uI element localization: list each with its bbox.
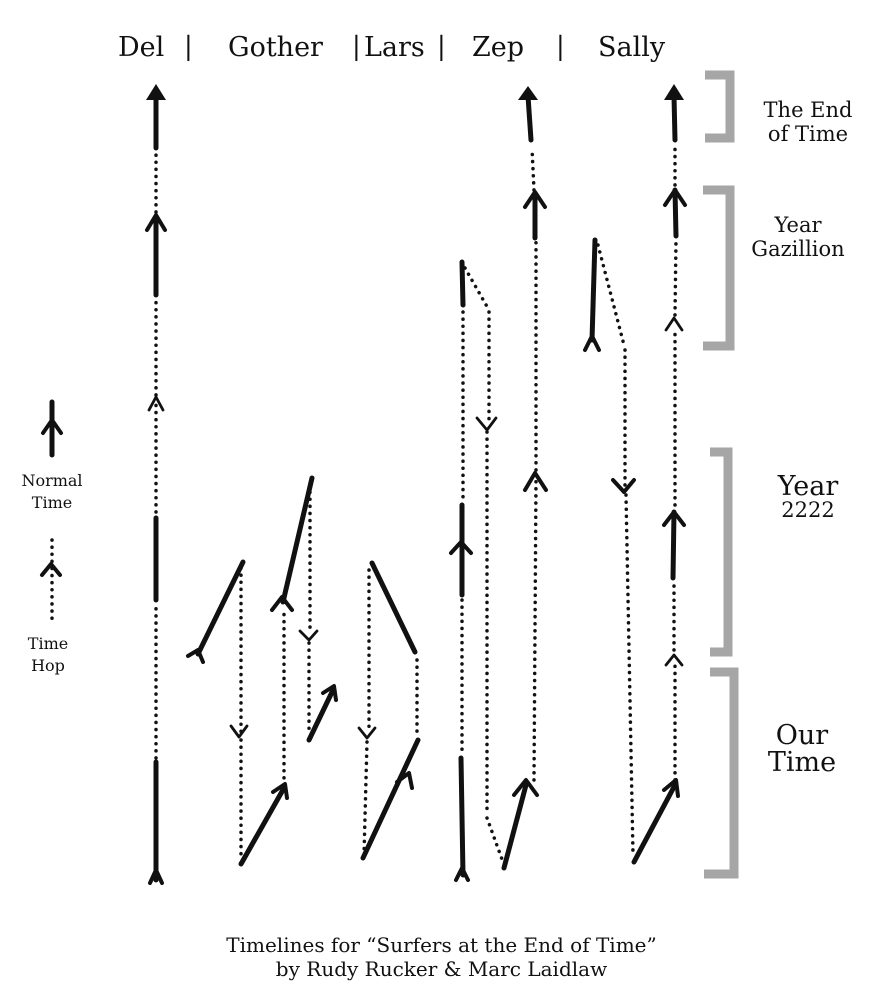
- column-label-lars: Lars: [364, 32, 425, 63]
- legend-time-hop-icon: [40, 538, 62, 622]
- column-label-zep: Zep: [472, 32, 525, 63]
- timeline-sally: [583, 84, 687, 865]
- era-brackets: [703, 70, 739, 879]
- figure-caption: Timelines for “Surfers at the End of Tim…: [226, 933, 657, 981]
- timeline-zep: [449, 86, 548, 882]
- column-separator: |: [184, 32, 193, 62]
- column-separator: |: [556, 32, 565, 62]
- column-label-del: Del: [118, 32, 165, 63]
- legend-normal-time-icon: [41, 399, 63, 458]
- column-label-sally: Sally: [598, 32, 666, 63]
- column-separator: |: [352, 32, 361, 62]
- timeline-gother: [186, 475, 338, 867]
- column-label-gother: Gother: [228, 32, 323, 63]
- timeline-lars: [357, 560, 421, 861]
- column-separator: |: [437, 32, 446, 62]
- timeline-del: [145, 84, 167, 885]
